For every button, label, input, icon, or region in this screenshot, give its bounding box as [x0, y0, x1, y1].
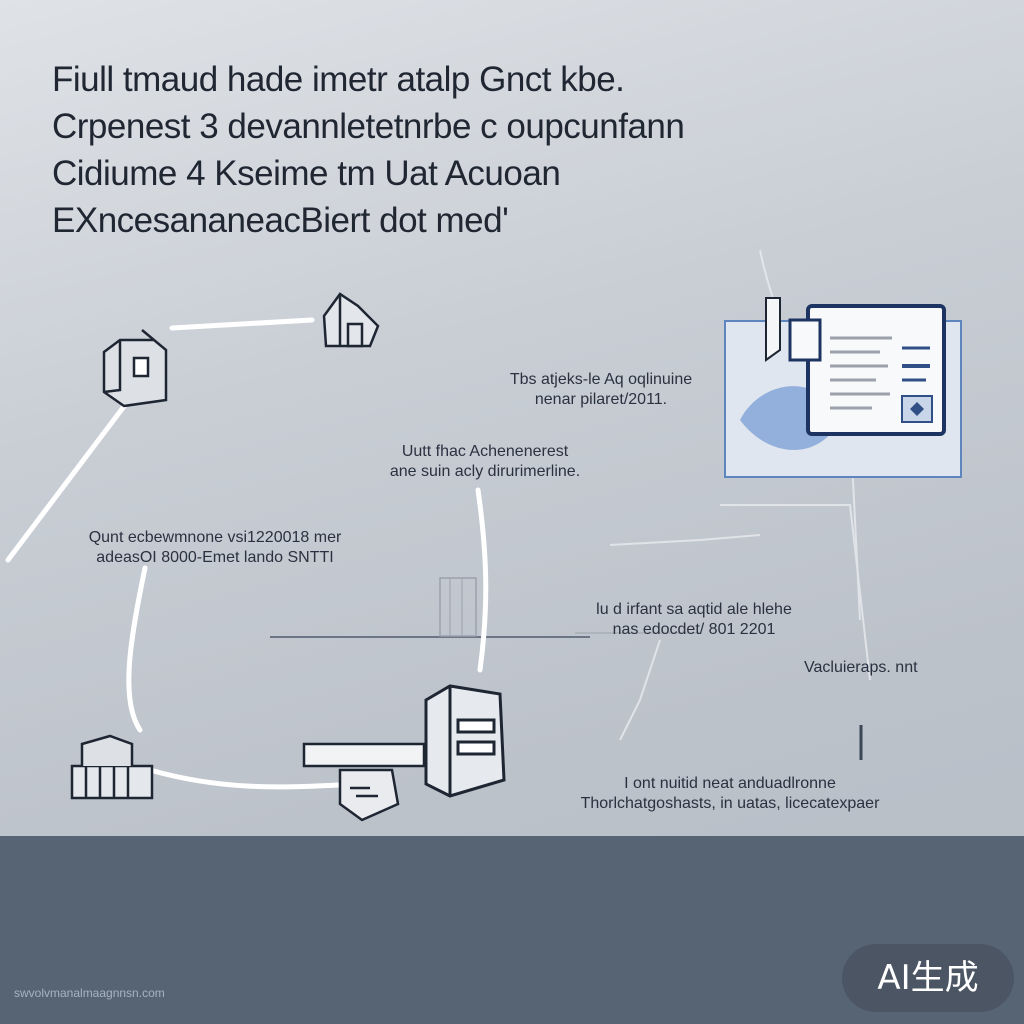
page-title: Fiull tmaud hade imetr atalp Gnct kbe. C… — [52, 56, 912, 244]
ai-generated-badge: AI生成 — [842, 944, 1014, 1012]
footer-bar: swvolvmanalmaagnnsn.com AI生成 — [0, 836, 1024, 1024]
connectors — [5, 317, 489, 790]
connector-left-vertical — [126, 565, 148, 733]
connector-bottom — [147, 767, 341, 790]
box-node-icon — [102, 329, 168, 408]
tool-icon — [302, 742, 426, 822]
crate-icon — [70, 734, 154, 800]
label-center-right: lu d irfant sa aqtid ale hlehe nas edocd… — [596, 601, 792, 638]
title-line-4: EXncesananeacBiert dot med' — [52, 201, 509, 240]
printer-icon — [424, 684, 506, 798]
label-middle: Uutt fhac Achenenerest ane suin acly dir… — [389, 443, 581, 480]
label-bottom-right: I ont nuitid neat anduadlronne Thorlchat… — [580, 775, 880, 812]
house-icon — [322, 292, 380, 348]
document-window-icon — [724, 297, 962, 478]
connector-left-diagonal — [5, 402, 128, 563]
connector-top — [169, 317, 315, 331]
footer-watermark-text: swvolvmanalmaagnnsn.com — [14, 986, 165, 1000]
connector-middle — [475, 487, 489, 673]
label-right: Vacluieraps. nnt — [804, 659, 918, 676]
label-left: Qunt ecbewmnone vsi1220018 mer adeasOI 8… — [88, 529, 342, 566]
diagram-canvas — [5, 249, 962, 822]
title-line-1: Fiull tmaud hade imetr atalp Gnct kbe. — [52, 60, 625, 99]
title-line-3: Cidiume 4 Kseime tm Uat Acuoan — [52, 154, 561, 193]
axis-line — [270, 577, 700, 638]
title-line-2: Crpenest 3 devannletetnrbe c oupcunfann — [52, 107, 685, 146]
label-top-center: Tbs atjeks-le Aq oqlinuine nenar pilaret… — [509, 371, 693, 408]
